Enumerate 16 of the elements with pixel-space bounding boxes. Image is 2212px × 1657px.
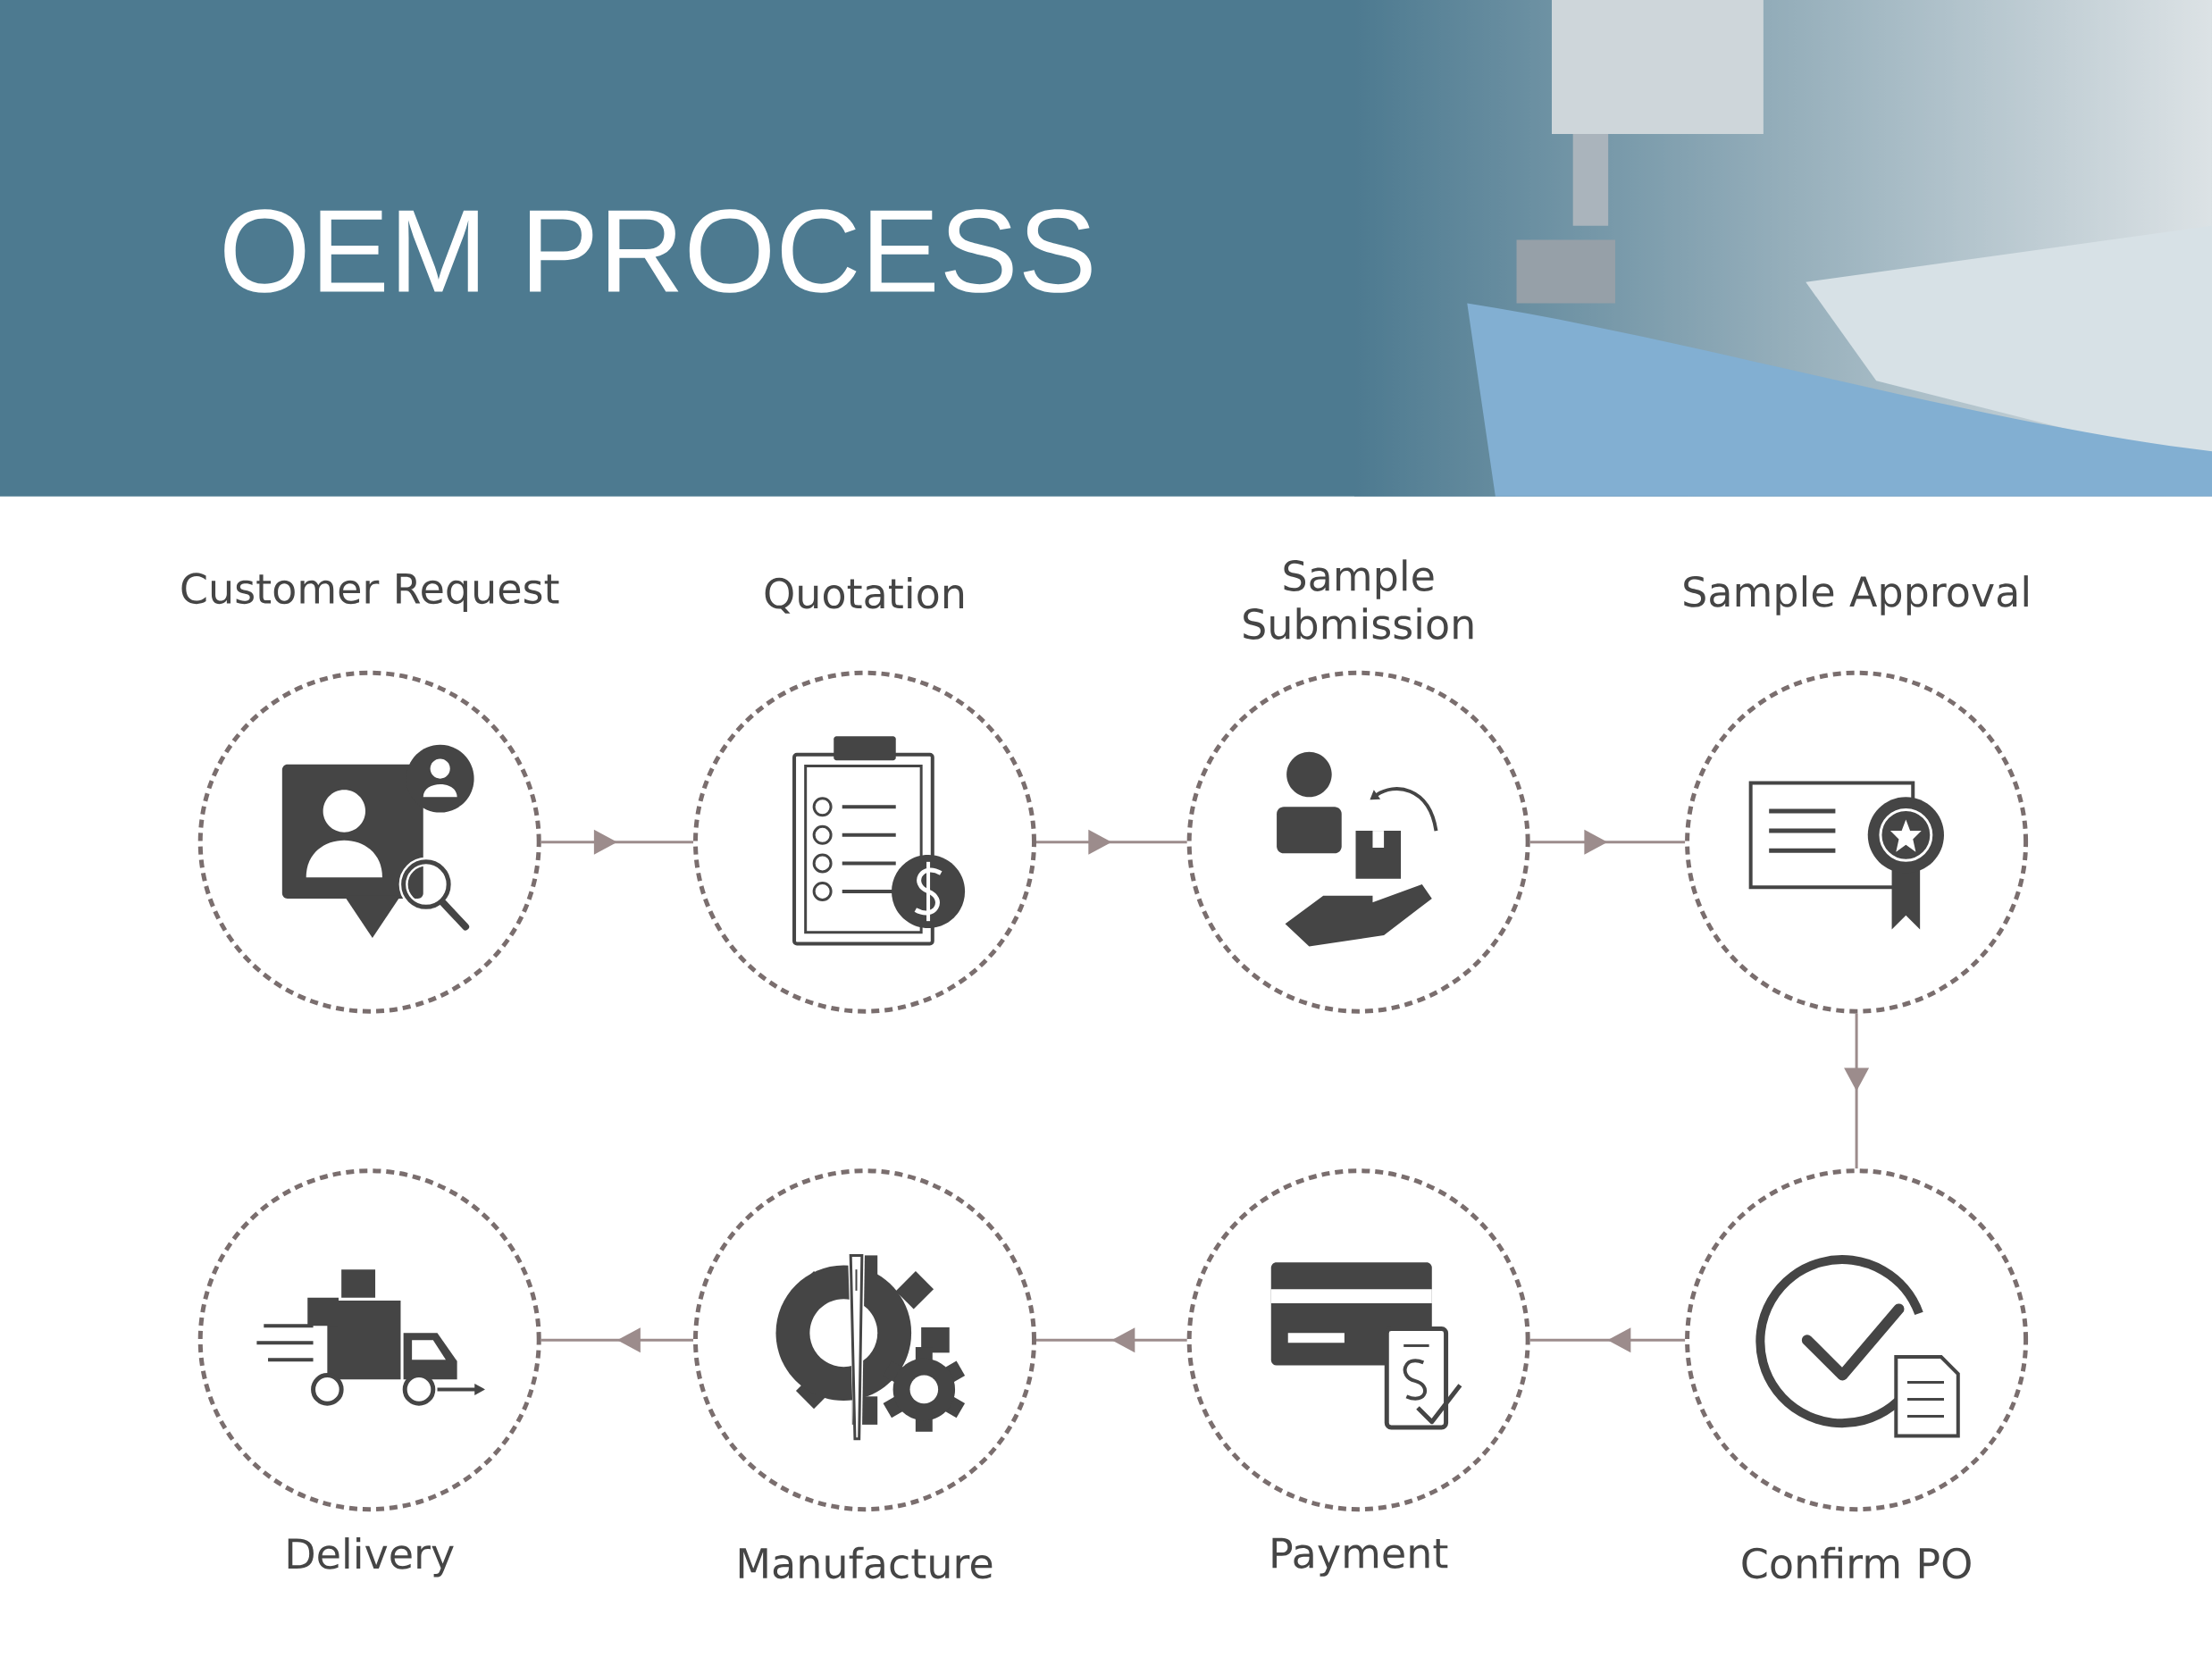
arrow — [1529, 1326, 1686, 1352]
step-label: Manufacture — [739, 1546, 993, 1579]
title: OEM PROCESS — [224, 209, 1092, 293]
arrow — [540, 1326, 693, 1352]
step-label: Payment — [1272, 1537, 1448, 1577]
step-label: Sample Approval — [1684, 574, 2028, 615]
arrow — [1844, 1013, 1870, 1168]
arrow — [1036, 829, 1187, 855]
arrow — [540, 829, 693, 855]
arrow — [1036, 1326, 1187, 1352]
arrow — [1529, 829, 1686, 855]
step-label: Customer Request — [181, 573, 559, 612]
step-label: Delivery — [288, 1536, 454, 1577]
step-label: Confirm PO — [1742, 1546, 1971, 1579]
step-label: Sample Submission — [1244, 559, 1473, 640]
step-label: Quotation — [765, 576, 964, 614]
